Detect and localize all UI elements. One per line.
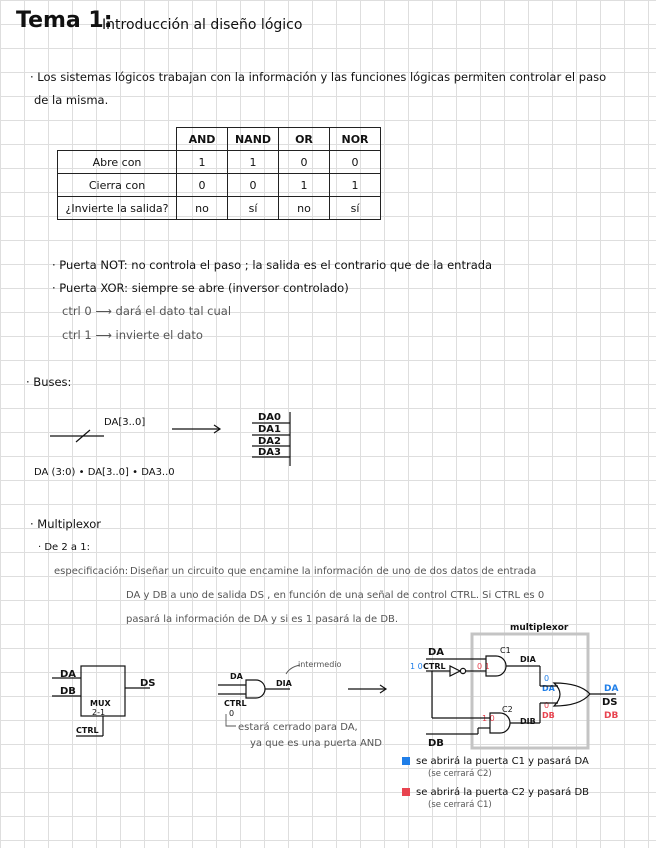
full-ctrl: CTRL bbox=[423, 662, 446, 671]
block-out: DS bbox=[140, 678, 156, 689]
bus-bit: DA1 bbox=[258, 424, 281, 435]
legend-blue: se abrirá la puerta C1 y pasará DA bbox=[402, 756, 589, 767]
intro-line-1: · Los sistemas lógicos trabajan con la i… bbox=[30, 70, 607, 84]
buses-heading: · Buses: bbox=[26, 375, 72, 389]
full-red-db: DB bbox=[542, 711, 555, 720]
partial-ctrl: CTRL bbox=[224, 699, 247, 708]
table-row: ¿Invierte la salida? no sí no sí bbox=[57, 196, 381, 220]
table-cell: 1 bbox=[329, 173, 381, 197]
full-dib: DIB bbox=[520, 717, 536, 726]
full-out-db: DB bbox=[604, 711, 619, 721]
intro-line-2: de la misma. bbox=[34, 93, 109, 107]
bus-label: DA[3..0] bbox=[104, 417, 146, 428]
mux-block-icon bbox=[52, 665, 150, 737]
xor-ctrl1-note: ctrl 1 ⟶ invierte el dato bbox=[62, 328, 203, 342]
table-row: Abre con 1 1 0 0 bbox=[57, 150, 381, 174]
page-subtitle: Introducción al diseño lógico bbox=[102, 17, 303, 33]
xor-ctrl0-note: ctrl 0 ⟶ dará el dato tal cual bbox=[62, 304, 232, 318]
table-cell: 0 bbox=[227, 173, 279, 197]
partial-out: DIA bbox=[276, 679, 292, 688]
full-blue-10: 1 0 bbox=[410, 662, 423, 671]
full-da: DA bbox=[428, 647, 445, 658]
blue-square-icon bbox=[402, 757, 410, 765]
arrow-icon bbox=[172, 424, 222, 434]
partial-in-a: DA bbox=[230, 672, 243, 681]
arrow-icon bbox=[348, 684, 388, 694]
partial-tag: intermedio bbox=[298, 660, 342, 669]
annotation-lines bbox=[225, 664, 301, 727]
not-gate-note: · Puerta NOT: no controla el paso ; la s… bbox=[52, 258, 493, 272]
full-dia: DIA bbox=[520, 655, 536, 664]
table-cell: sí bbox=[329, 196, 381, 220]
legend-red-sub: (se cerrará C1) bbox=[428, 800, 492, 810]
legend-red: se abrirá la puerta C2 y pasará DB bbox=[402, 787, 589, 798]
row-label: ¿Invierte la salida? bbox=[57, 196, 177, 220]
mux-2to1-heading: · De 2 a 1: bbox=[38, 542, 90, 553]
block-in-a: DA bbox=[60, 669, 77, 680]
table-cell: no bbox=[278, 196, 330, 220]
block-in-b: DB bbox=[60, 686, 76, 697]
spec-label: especificación: bbox=[54, 566, 129, 577]
full-red-0: 0 bbox=[544, 701, 550, 710]
row-label: Abre con bbox=[57, 150, 177, 174]
full-blue-da: DA bbox=[542, 684, 555, 693]
full-c1: C1 bbox=[500, 646, 511, 655]
full-out-da: DA bbox=[604, 684, 619, 694]
bus-bit: DA0 bbox=[258, 412, 281, 423]
legend-blue-sub: (se cerrará C2) bbox=[428, 769, 492, 779]
block-ctrl: CTRL bbox=[76, 726, 99, 735]
table-cell: 1 bbox=[176, 150, 228, 174]
col-header: OR bbox=[278, 127, 330, 151]
logic-gates-table: AND NAND OR NOR Abre con 1 1 0 0 Cierra … bbox=[57, 127, 381, 220]
full-blue-0: 0 bbox=[544, 674, 550, 683]
partial-note-1: estará cerrado para DA, bbox=[238, 722, 358, 733]
spec-line-2: DA y DB a uno de salida DS , en función … bbox=[126, 590, 545, 601]
full-red-01: 0 1 bbox=[477, 662, 490, 671]
partial-note-2: ya que es una puerta AND bbox=[250, 738, 382, 749]
bus-bit: DA3 bbox=[258, 447, 281, 458]
spec-line-3: pasará la información de DA y si es 1 pa… bbox=[126, 614, 399, 625]
full-ds: DS bbox=[602, 697, 618, 708]
full-db: DB bbox=[428, 738, 444, 749]
red-square-icon bbox=[402, 788, 410, 796]
block-ratio: 2-1 bbox=[92, 708, 106, 717]
page-title: Tema 1: bbox=[16, 8, 113, 33]
table-cell: 1 bbox=[278, 173, 330, 197]
bus-notation: DA (3:0) • DA[3..0] • DA3..0 bbox=[34, 467, 175, 478]
full-mux-icon bbox=[426, 632, 616, 750]
table-cell: no bbox=[176, 196, 228, 220]
and-gate-icon bbox=[218, 679, 290, 699]
table-cell: sí bbox=[227, 196, 279, 220]
full-title: multiplexor bbox=[510, 623, 569, 633]
bus-split-icon bbox=[252, 412, 291, 466]
block-name: MUX bbox=[90, 699, 111, 708]
multiplexor-heading: · Multiplexor bbox=[30, 517, 102, 531]
spec-line-1: Diseñar un circuito que encamine la info… bbox=[130, 566, 537, 577]
full-c2: C2 bbox=[502, 705, 513, 714]
bus-bit: DA2 bbox=[258, 436, 281, 447]
bus-line-icon bbox=[50, 429, 104, 443]
xor-gate-note: · Puerta XOR: siempre se abre (inversor … bbox=[52, 281, 349, 295]
partial-ctrl-val: 0 bbox=[229, 709, 235, 718]
